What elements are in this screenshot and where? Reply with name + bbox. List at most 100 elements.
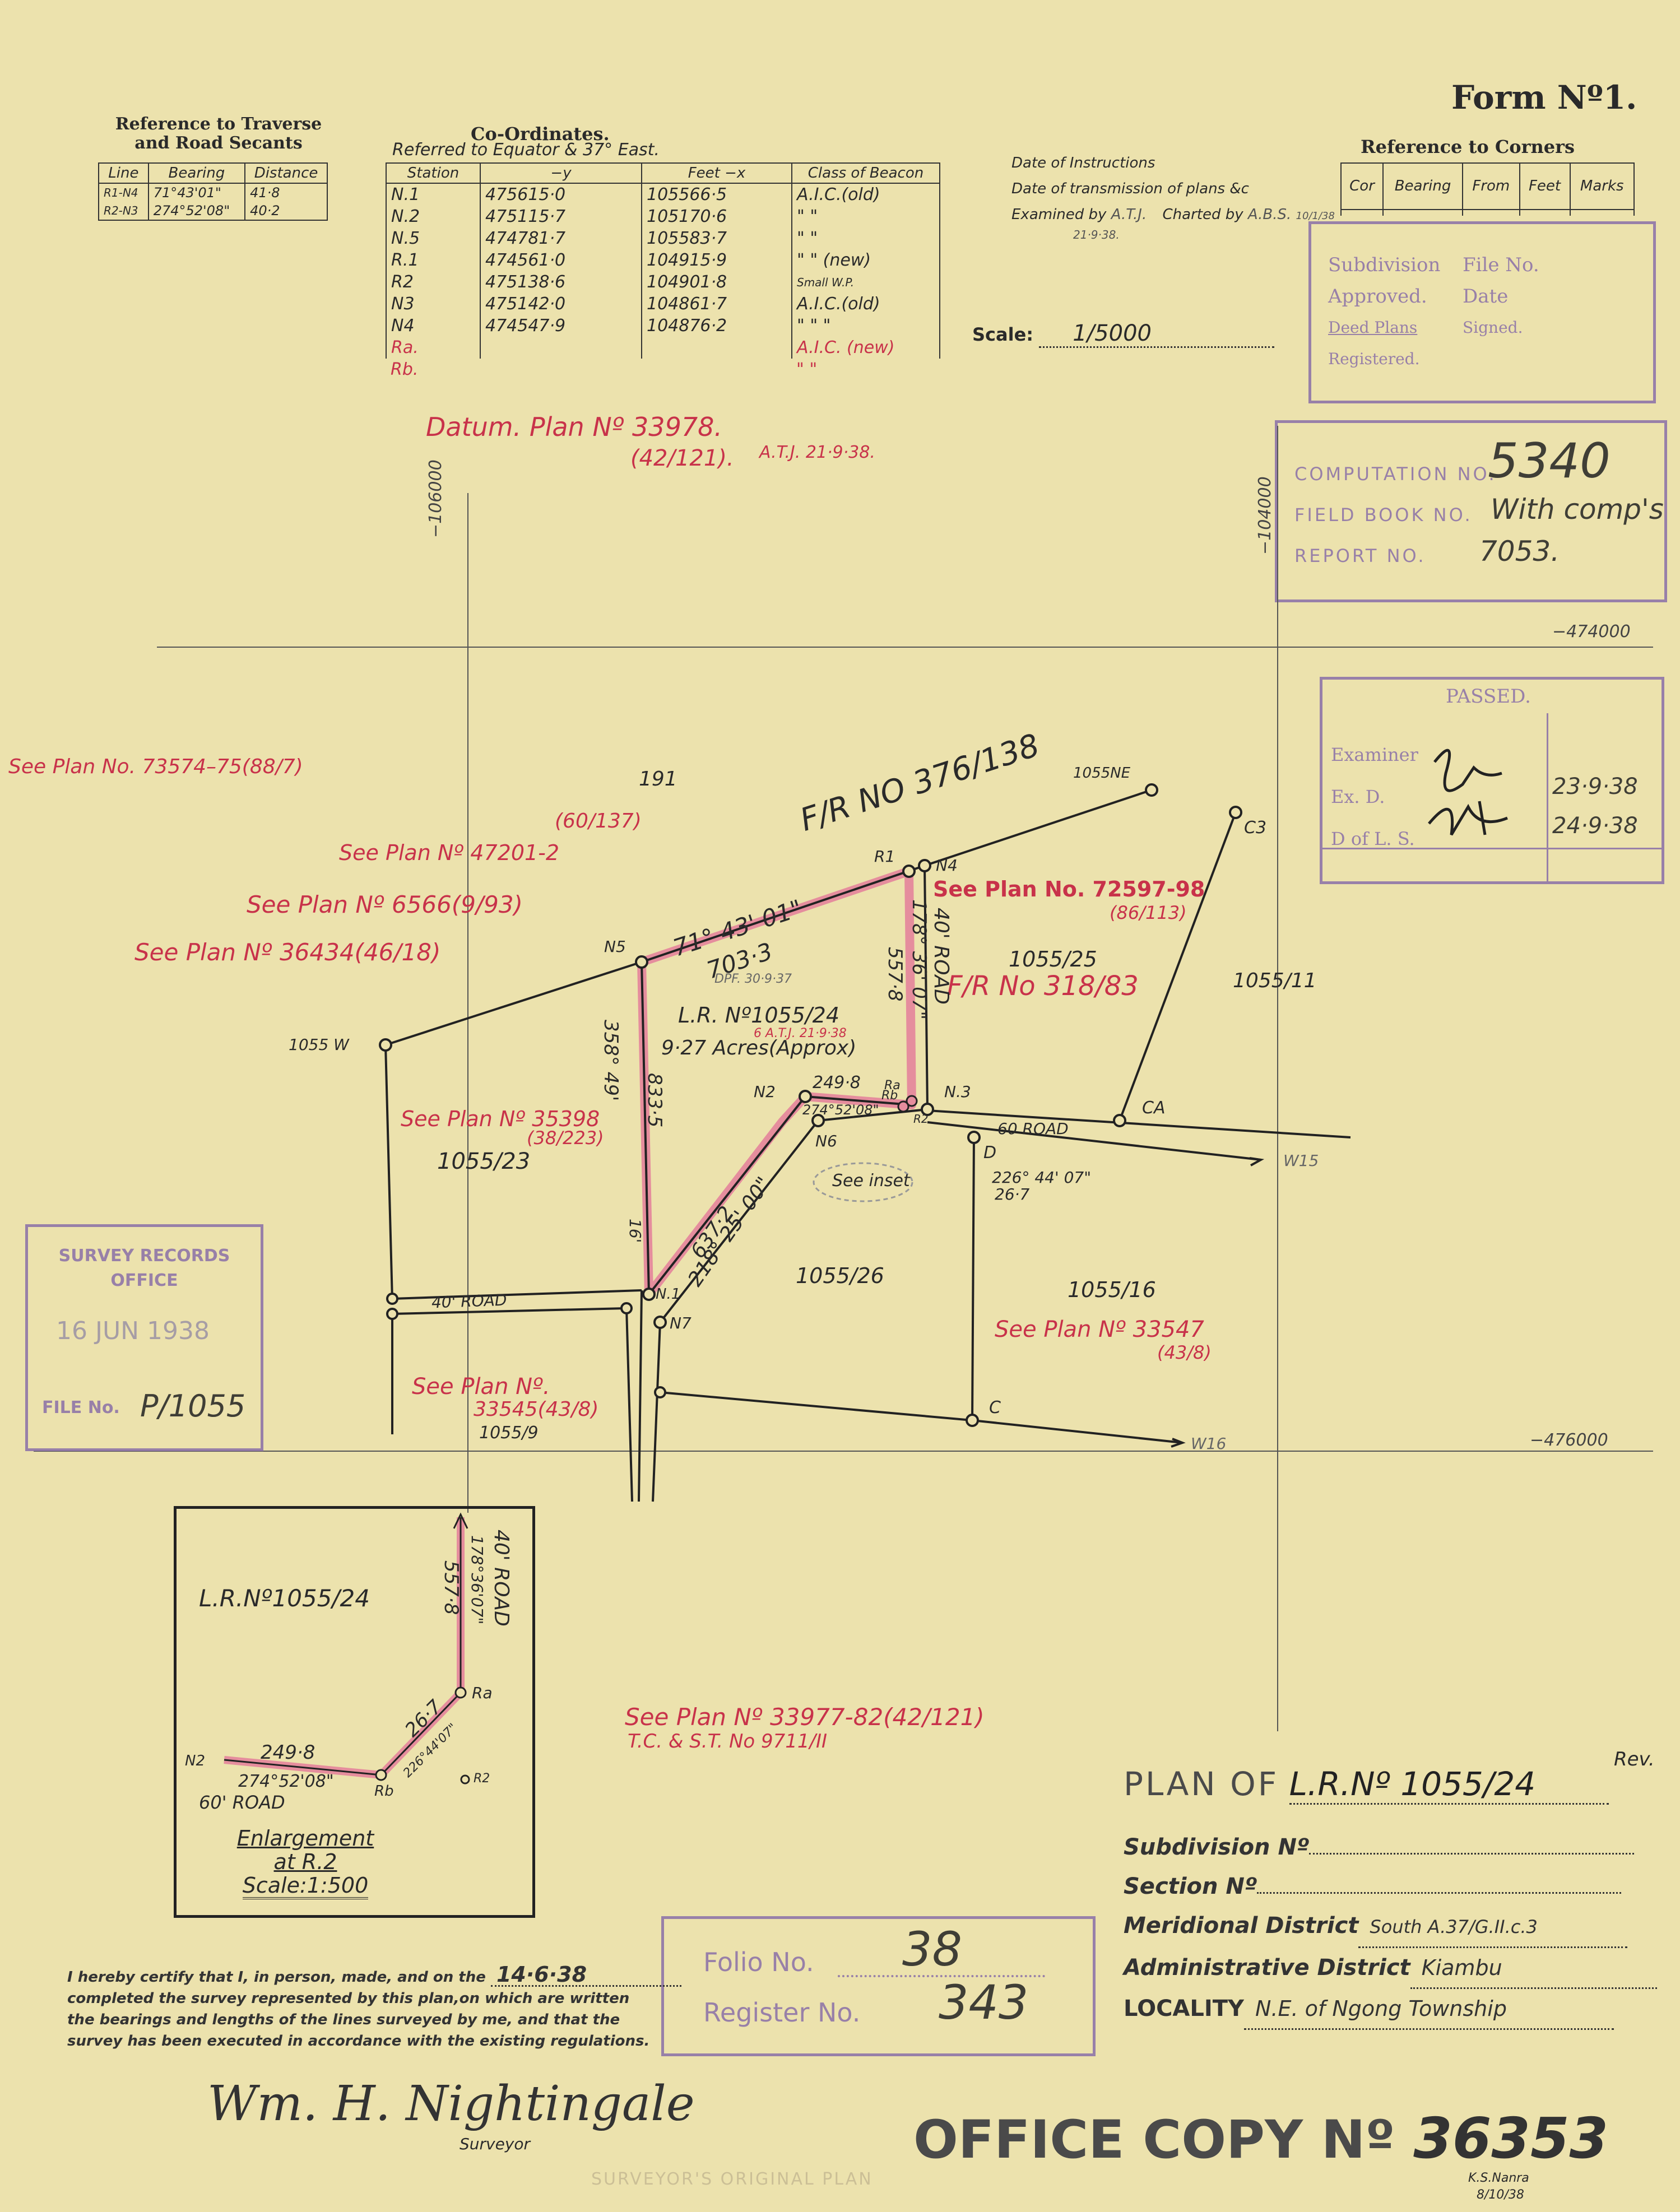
plan-section: Section Nº — [1124, 1874, 1257, 1899]
label-road40b: 40' ROAD — [431, 1290, 507, 1312]
label-see-47201: See Plan Nº 47201-2 — [339, 840, 560, 865]
label-r2: R2 — [913, 1112, 929, 1126]
cell: R2-N3 — [98, 202, 149, 221]
boundary-line — [818, 1108, 928, 1122]
label-rb: Rb — [881, 1089, 898, 1103]
boundary-line — [659, 1119, 819, 1323]
cert-line1: I hereby certify that I, in person, made… — [67, 1969, 486, 1986]
date-of-instructions: Date of Instructions — [1011, 155, 1155, 171]
grid-label-x2: −476000 — [1530, 1430, 1608, 1450]
beacon-ca — [1113, 1114, 1126, 1127]
scale-label: Scale: — [972, 324, 1034, 345]
computation-stamp: COMPUTATION NO. 5340 FIELD BOOK NO. With… — [1275, 420, 1667, 602]
beacon-rb — [897, 1100, 909, 1113]
stamp-registered: Registered. — [1328, 350, 1420, 368]
passed-title: PASSED. — [1446, 685, 1531, 708]
cell: 71°43'01" — [147, 183, 246, 202]
stamp-file-no: File No. — [1463, 254, 1539, 276]
cell: N4 — [386, 315, 481, 337]
traverse-header-line: Line — [98, 162, 149, 184]
office-copy: OFFICE COPY Nº 36353 — [913, 2106, 1608, 2171]
beacons — [379, 783, 1242, 1427]
cell: R1-N4 — [98, 183, 149, 202]
cell: 104876·2 — [641, 315, 792, 337]
cell: N.1 — [386, 183, 481, 206]
datum-initials: A.T.J. 21·9·38. — [759, 443, 875, 462]
examined-date: 21·9·38. — [1073, 228, 1120, 241]
passed-exd-date: 23·9·38 — [1552, 774, 1638, 800]
label-38-223: (38/223) — [527, 1127, 604, 1149]
label-road60: 60 ROAD — [997, 1119, 1069, 1138]
cell: 104915·9 — [641, 249, 792, 271]
label-1055w: 1055 W — [289, 1035, 349, 1054]
dotted-fill — [1309, 1853, 1635, 1855]
survey-records-line1: SURVEY RECORDS — [58, 1246, 230, 1266]
cell — [641, 337, 792, 359]
beacon-n2 — [799, 1090, 812, 1103]
inset-road60: 60' ROAD — [199, 1792, 285, 1813]
label-1055-9: 1055/9 — [479, 1423, 539, 1443]
label-brg-178: 178° 36' 07" — [908, 899, 930, 1020]
cell: 105170·6 — [641, 206, 792, 227]
beacon-n1 — [642, 1288, 656, 1301]
report-value: 7053. — [1479, 535, 1560, 568]
survey-records-date: 16 JUN 1938 — [56, 1317, 210, 1345]
label-43-8-a: (43/8) — [1157, 1342, 1212, 1363]
label-n3: N.3 — [944, 1082, 971, 1101]
boundary-line — [805, 1095, 912, 1106]
beacon-c3 — [1229, 806, 1242, 819]
label-1055-26: 1055/26 — [796, 1263, 884, 1288]
cell: 474561·0 — [480, 249, 642, 271]
boundary-line — [923, 865, 929, 1110]
cell: 475142·0 — [480, 293, 642, 315]
stamp-signed: Signed. — [1463, 318, 1523, 337]
survey-records-line2: OFFICE — [110, 1271, 178, 1290]
label-road-40: 40' ROAD — [930, 908, 953, 1005]
cell: A.I.C.(old) — [791, 293, 940, 315]
label-ca: CA — [1142, 1098, 1166, 1118]
label-acres-note: 6 A.T.J. 21·9·38 — [754, 1026, 847, 1040]
surveyor-label: Surveyor — [460, 2135, 531, 2153]
beacon-ra — [906, 1095, 918, 1107]
boundary-line — [972, 1419, 1183, 1444]
label-1055-16: 1055/16 — [1068, 1277, 1156, 1302]
beacon-n6 — [811, 1114, 825, 1127]
traverse-title-line1: Reference to Traverse — [115, 114, 322, 134]
faded-original-plan: SURVEYOR'S ORIGINAL PLAN — [591, 2169, 873, 2189]
inset-arrow — [453, 1512, 468, 1529]
road-line — [927, 1121, 1261, 1161]
cell: 104861·7 — [641, 293, 792, 315]
corners-header: Marks — [1569, 162, 1635, 210]
road-line — [638, 1290, 643, 1502]
label-tc: T.C. & S.T. No 9711/II — [628, 1730, 828, 1753]
passed-dls: D of L. S. — [1331, 828, 1415, 849]
label-d: D — [983, 1143, 997, 1163]
inset-beacon-r2 — [460, 1774, 470, 1785]
computation-value: 5340 — [1488, 433, 1611, 489]
traverse-title-line2: and Road Secants — [134, 133, 303, 153]
report-label: REPORT NO. — [1294, 545, 1426, 566]
office-copy-initials-date: 8/10/38 — [1477, 2188, 1524, 2202]
plan-locality-value: N.E. of Ngong Township — [1244, 1989, 1614, 2030]
label-w15: W15 — [1283, 1151, 1319, 1170]
beacon-ne — [1145, 783, 1158, 797]
beacon-road2 — [386, 1308, 398, 1320]
label-see-35398: See Plan Nº 35398 — [401, 1107, 600, 1131]
passed-dls-date: 24·9·38 — [1552, 813, 1638, 839]
charted-date: 10/1/38 — [1296, 210, 1335, 222]
label-1055-25: 1055/25 — [1009, 947, 1097, 972]
field-book-label: FIELD BOOK NO. — [1294, 504, 1473, 526]
datum-text: Datum. Plan Nº 33978. — [426, 412, 722, 442]
corners-table: Cor Bearing From Feet Marks — [1340, 162, 1635, 216]
cell: " " (new) — [791, 249, 940, 271]
survey-records-stamp: SURVEY RECORDS OFFICE 16 JUN 1938 FILE N… — [25, 1224, 263, 1451]
label-dist-833: 833·5 — [643, 1073, 666, 1128]
label-dist-557: 557·8 — [884, 947, 906, 1002]
cell: 105583·7 — [641, 227, 792, 249]
beacon-w — [379, 1038, 392, 1052]
beacon-d — [967, 1131, 981, 1144]
